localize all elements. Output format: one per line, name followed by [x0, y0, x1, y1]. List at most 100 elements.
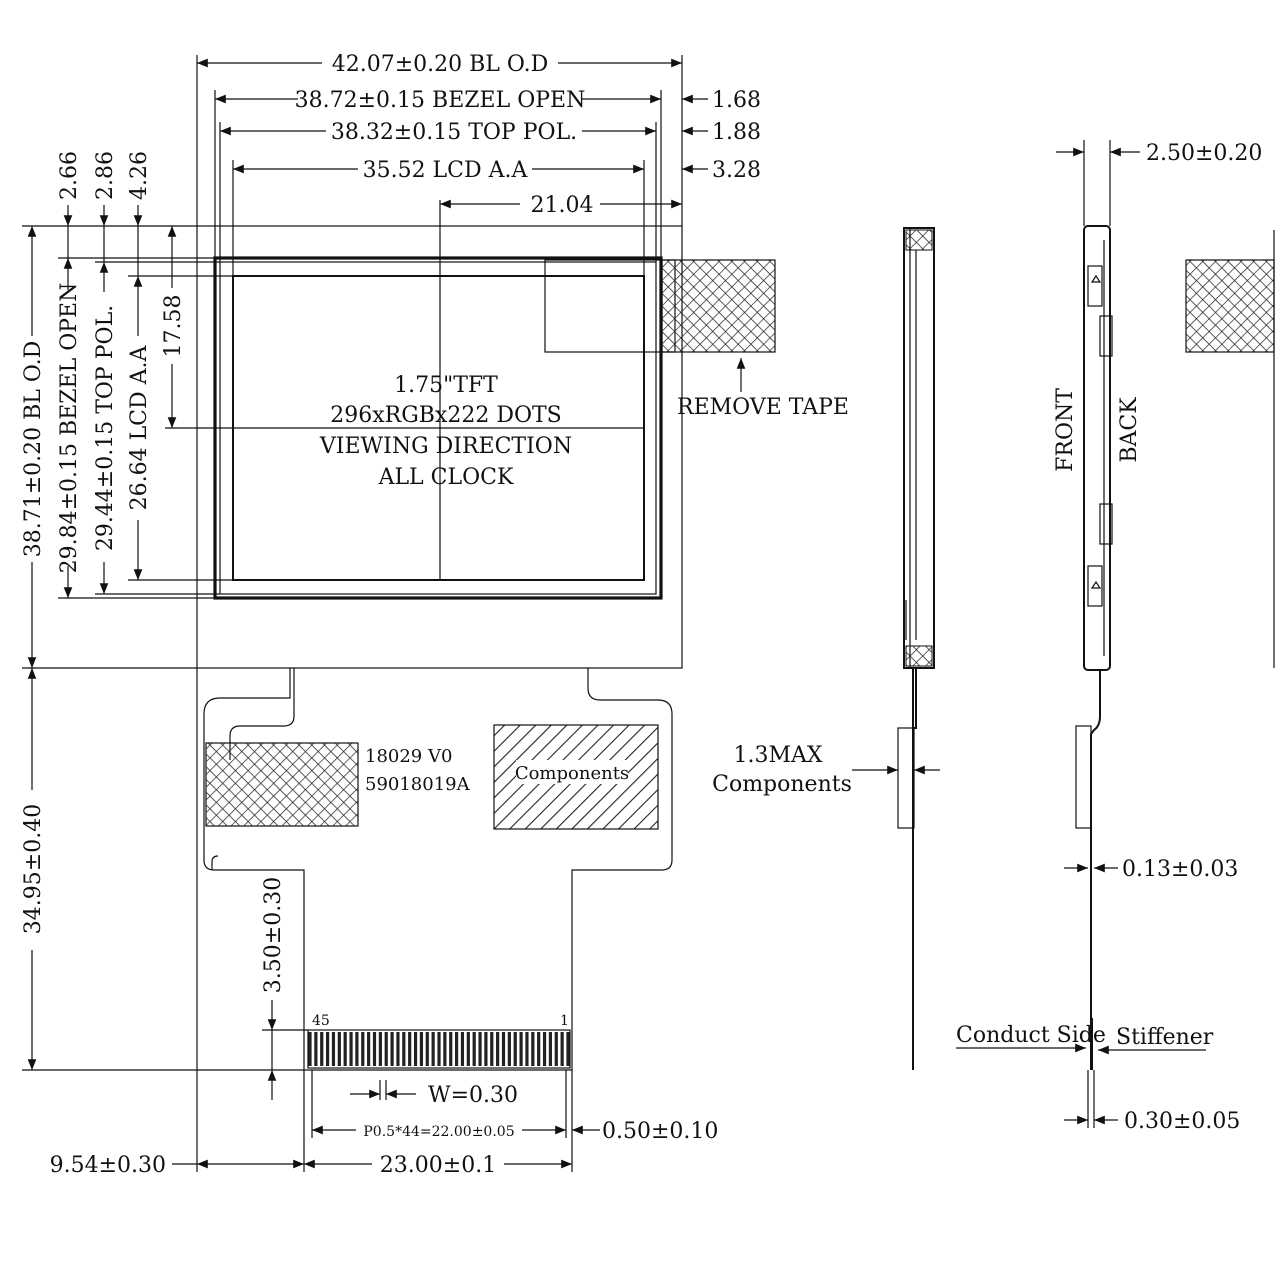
contact-pins	[308, 1032, 570, 1066]
dim-comp-label: Components	[712, 772, 852, 797]
contact-pin	[378, 1032, 382, 1066]
contact-pin	[560, 1032, 564, 1066]
dim-edge-offset: 0.50±0.10	[602, 1119, 718, 1144]
fpc-notch	[211, 855, 219, 870]
contact-pin	[507, 1032, 511, 1066]
contact-pin	[396, 1032, 400, 1066]
fpc-inner-tail	[229, 668, 295, 760]
contact-pin	[314, 1032, 318, 1066]
left-dimensions: 2.66 2.86 4.26 17.58 38.71±0.20 BL O.D 2…	[21, 151, 308, 1100]
dim-bezel-open-height: 29.84±0.15 BEZEL OPEN	[57, 283, 82, 574]
contact-pin	[372, 1032, 377, 1066]
contact-pin	[537, 1032, 541, 1066]
panel-clock: ALL CLOCK	[378, 465, 514, 490]
contact-pin	[419, 1032, 424, 1066]
fpc-code-1: 18029 V0	[365, 746, 452, 767]
dim-fpc-length: 34.95±0.40	[21, 804, 46, 934]
dim-thickness: 2.50±0.20	[1146, 141, 1262, 166]
pin-45-label: 45	[312, 1013, 330, 1029]
contact-pin	[531, 1032, 535, 1066]
contact-pin	[478, 1032, 482, 1066]
contact-pin	[343, 1032, 347, 1066]
contact-pin	[566, 1032, 570, 1066]
contact-pin	[408, 1032, 412, 1066]
pin-1-label: 1	[560, 1013, 569, 1029]
contact-pin	[331, 1032, 336, 1066]
contact-pin	[472, 1032, 476, 1066]
contact-pin	[355, 1032, 359, 1066]
back-label: BACK	[1117, 397, 1142, 463]
contact-pin	[361, 1032, 365, 1066]
stiffener-label: Stiffener	[1116, 1025, 1214, 1050]
dim-left-offset: 9.54±0.30	[50, 1153, 166, 1178]
contact-pin	[548, 1032, 553, 1066]
contact-pin	[460, 1032, 465, 1066]
panel-size: 1.75"TFT	[394, 373, 498, 398]
pin-area-outline	[307, 1029, 571, 1069]
contact-pin	[431, 1032, 435, 1066]
contact-pin	[490, 1032, 494, 1066]
dim-fpc-thickness: 0.13±0.03	[1122, 857, 1238, 882]
dim-stiffener-thickness: 0.30±0.05	[1124, 1109, 1240, 1134]
dim-offset-328: 3.28	[712, 158, 761, 183]
dim-lcd-aa-height: 26.64 LCD A.A	[127, 344, 152, 510]
conduct-side-label: Conduct Side	[956, 1023, 1106, 1048]
contact-pin	[437, 1032, 441, 1066]
fpc: 18029 V0 59018019A Components 45 1	[203, 668, 673, 1071]
dim-pin-width: W=0.30	[428, 1083, 518, 1108]
dim-half-aa-width: 21.04	[531, 193, 594, 218]
bottom-dimensions: W=0.30 P0.5*44=22.00±0.05 0.50±0.10 9.54…	[50, 668, 718, 1178]
contact-pin	[425, 1032, 429, 1066]
fpc-label-hatch	[205, 742, 359, 827]
side-view-right: FRONT BACK 2.50±0.20 0.13±0.03 Conduct S…	[956, 140, 1275, 1134]
contact-pin	[349, 1032, 353, 1066]
panel-viewing: VIEWING DIRECTION	[319, 434, 572, 459]
contact-pin	[454, 1032, 459, 1066]
contact-pin	[466, 1032, 470, 1066]
dim-pitch: P0.5*44=22.00±0.05	[363, 1124, 514, 1140]
contact-pin	[484, 1032, 488, 1066]
side-view-left: 1.3MAX Components	[712, 227, 940, 1070]
contact-pin	[443, 1032, 447, 1066]
dim-off-426: 4.26	[127, 151, 152, 200]
components-label: Components	[515, 763, 629, 784]
side-tape-hatch	[1185, 259, 1275, 353]
contact-pin	[402, 1032, 406, 1066]
dim-lcd-aa-width: 35.52 LCD A.A	[363, 158, 529, 183]
contact-pin	[519, 1032, 523, 1066]
contact-pin	[513, 1032, 517, 1066]
dim-offset-168: 1.68	[712, 88, 761, 113]
contact-pin	[320, 1032, 324, 1066]
contact-pin	[308, 1032, 312, 1066]
contact-pin	[413, 1032, 418, 1066]
dim-top-pol-height: 29.44±0.15 TOP POL.	[93, 305, 118, 551]
dim-bl-od-width: 42.07±0.20 BL O.D	[332, 52, 549, 77]
dim-offset-188: 1.88	[712, 120, 761, 145]
contact-pin	[501, 1032, 506, 1066]
contact-pin	[337, 1032, 341, 1066]
components-label-bg	[516, 760, 628, 784]
fpc-code-2: 59018019A	[365, 774, 471, 795]
dim-bl-od-height: 38.71±0.20 BL O.D	[21, 341, 46, 558]
dim-fpc-width: 23.00±0.1	[380, 1153, 496, 1178]
contact-pin	[554, 1032, 558, 1066]
top-dimensions: 42.07±0.20 BL O.D 38.72±0.15 BEZEL OPEN …	[196, 52, 761, 276]
contact-pin	[525, 1032, 529, 1066]
dim-comp-max: 1.3MAX	[733, 743, 822, 768]
fpc-outline	[203, 668, 673, 1071]
contact-pin	[390, 1032, 394, 1066]
contact-pin	[496, 1032, 500, 1066]
dim-off-286: 2.86	[93, 151, 118, 200]
contact-pin	[384, 1032, 388, 1066]
contact-pin	[325, 1032, 330, 1066]
dim-half-aa-height: 17.58	[161, 295, 186, 358]
front-label: FRONT	[1053, 388, 1078, 472]
remove-tape-hatch	[661, 259, 776, 353]
front-view: 1.75"TFT 296xRGBx222 DOTS VIEWING DIRECT…	[165, 200, 849, 669]
remove-tape-label: REMOVE TAPE	[677, 395, 849, 420]
dim-top-pol-width: 38.32±0.15 TOP POL.	[331, 120, 577, 145]
dim-off-266: 2.66	[57, 151, 82, 200]
dim-stiffener-length: 3.50±0.30	[261, 877, 286, 993]
panel-resolution: 296xRGBx222 DOTS	[330, 403, 562, 428]
